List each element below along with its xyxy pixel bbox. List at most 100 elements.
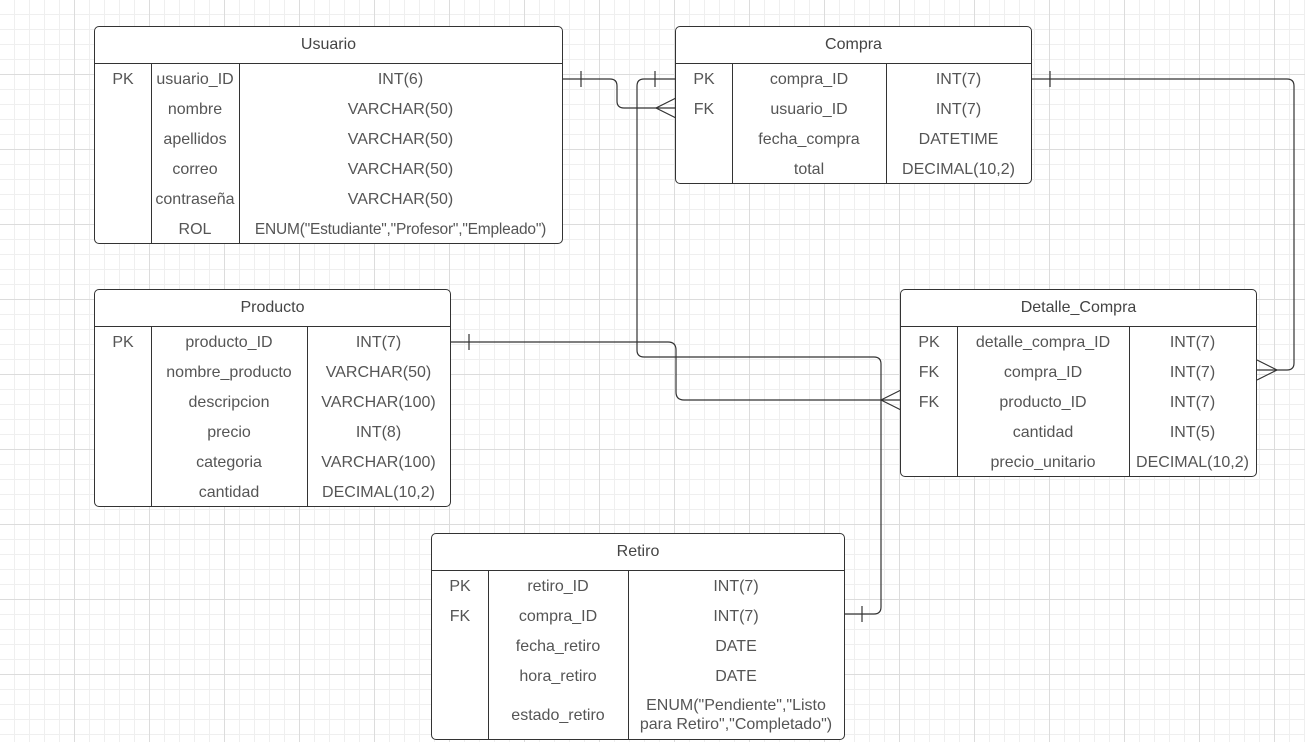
table-row: descripcion VARCHAR(100) — [95, 387, 450, 417]
column-divider — [628, 571, 629, 739]
field-name: compra_ID — [769, 70, 849, 88]
entity-title: Retiro — [432, 534, 844, 571]
field-type: VARCHAR(50) — [347, 130, 454, 148]
field-type: DECIMAL(10,2) — [322, 483, 435, 501]
table-row: estado_retiro ENUM("Pendiente","Listo pa… — [432, 691, 844, 739]
field-type: VARCHAR(50) — [347, 190, 454, 208]
field-type: ENUM("Pendiente","Listo para Retiro","Co… — [639, 697, 833, 733]
table-row: apellidos VARCHAR(50) — [95, 124, 562, 154]
field-name: nombre — [167, 100, 223, 118]
field-name: total — [793, 160, 825, 178]
table-row: hora_retiro DATE — [432, 661, 844, 691]
field-name: ROL — [178, 220, 212, 238]
table-row: PK usuario_ID INT(6) — [95, 64, 562, 94]
table-row: fecha_compra DATETIME — [676, 124, 1031, 154]
entity-compra[interactable]: Compra PK compra_ID INT(7) FK usuario_ID… — [675, 26, 1032, 184]
table-row: cantidad DECIMAL(10,2) — [95, 477, 450, 506]
field-type: INT(7) — [1169, 333, 1216, 351]
column-divider — [957, 327, 958, 476]
table-row: PK producto_ID INT(7) — [95, 327, 450, 357]
field-name: fecha_retiro — [515, 637, 601, 655]
key-cell — [95, 94, 151, 124]
field-name: categoria — [196, 453, 262, 471]
field-type: VARCHAR(100) — [321, 393, 436, 411]
rel-producto-detalle — [451, 341, 901, 401]
key-cell — [95, 214, 151, 243]
table-row: PK detalle_compra_ID INT(7) — [901, 327, 1256, 357]
table-row: FK compra_ID INT(7) — [901, 357, 1256, 387]
key-cell — [95, 124, 151, 154]
field-type: INT(7) — [1169, 363, 1216, 381]
field-name: producto_ID — [999, 393, 1087, 411]
entity-body: PK retiro_ID INT(7) FK compra_ID INT(7) … — [432, 571, 844, 739]
table-row: PK retiro_ID INT(7) — [432, 571, 844, 601]
entity-retiro[interactable]: Retiro PK retiro_ID INT(7) FK compra_ID … — [431, 533, 845, 740]
field-type: DECIMAL(10,2) — [902, 160, 1015, 178]
key-cell — [95, 477, 151, 506]
key-cell: FK — [918, 363, 940, 381]
field-name: cantidad — [1012, 423, 1074, 441]
field-name: usuario_ID — [770, 100, 848, 118]
key-cell: PK — [112, 70, 134, 88]
field-name: cantidad — [198, 483, 260, 501]
table-row: FK compra_ID INT(7) — [432, 601, 844, 631]
table-row: contraseña VARCHAR(50) — [95, 184, 562, 214]
field-name: contraseña — [155, 190, 235, 208]
field-name: apellidos — [163, 130, 227, 148]
key-cell — [676, 124, 732, 154]
column-divider — [239, 64, 240, 243]
table-row: ROL ENUM("Estudiante","Profesor","Emplea… — [95, 214, 562, 243]
entity-title: Detalle_Compra — [901, 290, 1256, 327]
field-type: DATE — [715, 637, 757, 655]
column-divider — [1129, 327, 1130, 476]
table-row: FK producto_ID INT(7) — [901, 387, 1256, 417]
table-row: FK usuario_ID INT(7) — [676, 94, 1031, 124]
field-type: INT(7) — [713, 577, 759, 595]
field-type: INT(7) — [935, 100, 982, 118]
field-name: detalle_compra_ID — [975, 333, 1111, 351]
rel-retiro-compra — [636, 78, 882, 615]
field-name: compra_ID — [518, 607, 598, 625]
field-type: VARCHAR(100) — [321, 453, 436, 471]
key-cell — [95, 387, 151, 417]
entity-body: PK usuario_ID INT(6) nombre VARCHAR(50) … — [95, 64, 562, 243]
entity-detalle-compra[interactable]: Detalle_Compra PK detalle_compra_ID INT(… — [900, 289, 1257, 477]
key-cell: PK — [693, 70, 715, 88]
field-name: nombre_producto — [166, 363, 292, 381]
field-type: INT(7) — [713, 607, 759, 625]
field-type: INT(7) — [935, 70, 982, 88]
field-type: DECIMAL(10,2) — [1136, 453, 1249, 471]
entity-producto[interactable]: Producto PK producto_ID INT(7) nombre_pr… — [94, 289, 451, 507]
entity-usuario[interactable]: Usuario PK usuario_ID INT(6) nombre VARC… — [94, 26, 563, 244]
key-cell — [95, 417, 151, 447]
entity-body: PK detalle_compra_ID INT(7) FK compra_ID… — [901, 327, 1256, 476]
field-type: DATETIME — [918, 130, 999, 148]
rel-usuario-compra-many-mark — [654, 97, 677, 119]
key-cell — [95, 154, 151, 184]
key-cell — [432, 661, 488, 691]
column-divider — [151, 327, 152, 506]
field-type: INT(6) — [377, 70, 424, 88]
key-cell — [901, 447, 957, 476]
entity-title: Usuario — [95, 27, 562, 64]
field-name: descripcion — [188, 393, 270, 411]
column-divider — [151, 64, 152, 243]
table-row: categoria VARCHAR(100) — [95, 447, 450, 477]
table-row: nombre VARCHAR(50) — [95, 94, 562, 124]
key-cell: PK — [112, 333, 134, 351]
key-cell: FK — [918, 393, 940, 411]
field-type: ENUM("Estudiante","Profesor","Empleado") — [254, 220, 547, 238]
entity-title: Producto — [95, 290, 450, 327]
field-name: hora_retiro — [519, 667, 597, 685]
field-type: INT(7) — [355, 333, 402, 351]
table-row: total DECIMAL(10,2) — [676, 154, 1031, 183]
field-type: VARCHAR(50) — [325, 363, 432, 381]
table-row: precio INT(8) — [95, 417, 450, 447]
entity-title: Compra — [676, 27, 1031, 64]
table-row: fecha_retiro DATE — [432, 631, 844, 661]
entity-body: PK producto_ID INT(7) nombre_producto VA… — [95, 327, 450, 506]
column-divider — [488, 571, 489, 739]
table-row: PK compra_ID INT(7) — [676, 64, 1031, 94]
field-type: INT(8) — [355, 423, 402, 441]
field-type: DATE — [715, 667, 757, 685]
